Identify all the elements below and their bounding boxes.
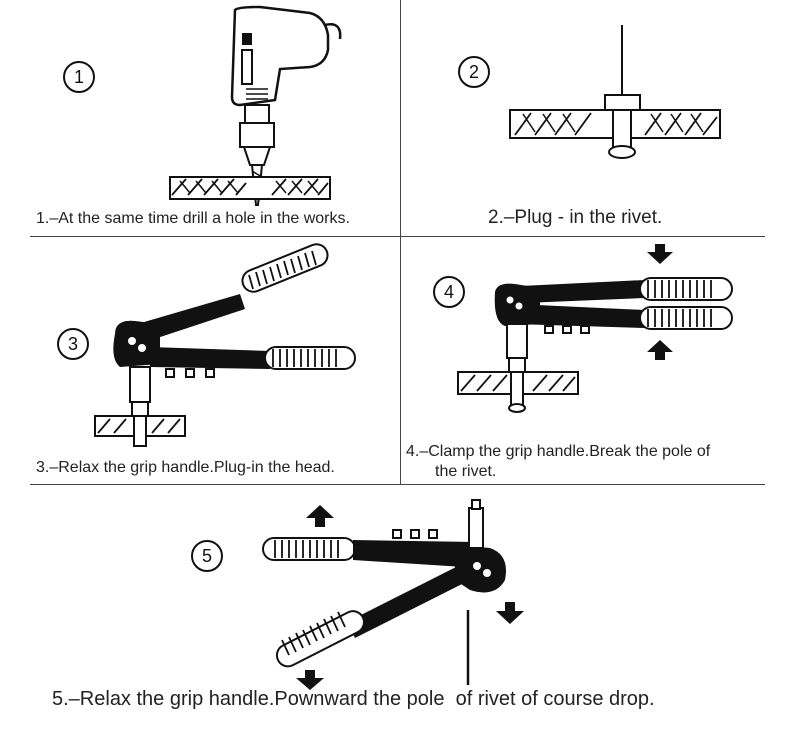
step-2-caption: 2.–Plug - in the rivet. xyxy=(488,207,663,228)
step-1-number-badge: 1 xyxy=(63,61,95,93)
horizontal-divider-2 xyxy=(30,484,765,485)
rivet-gun-release-icon xyxy=(262,499,524,690)
drill-icon xyxy=(169,5,342,206)
step-3-number-badge: 3 xyxy=(57,328,89,360)
step-2-panel: 2 2.–Plug - in the rivet. xyxy=(400,0,800,236)
step-4-panel: 4 4.–Clamp the grip handle.Break the pol… xyxy=(400,237,800,484)
step-5-number-badge: 5 xyxy=(191,540,223,572)
step-5-number: 5 xyxy=(202,546,212,566)
step-4-caption-line1: 4.–Clamp the grip handle.Break the pole … xyxy=(406,443,711,460)
step-2-number: 2 xyxy=(469,62,479,82)
step-4-caption-line2: the rivet. xyxy=(435,463,497,480)
step-3-number: 3 xyxy=(68,334,78,354)
rivet-gun-clamped-icon xyxy=(457,244,733,413)
horizontal-divider-1 xyxy=(30,236,765,237)
vertical-divider-middle xyxy=(400,237,401,485)
step-5-caption: 5.–Relax the grip handle.Pownward the po… xyxy=(52,688,655,710)
vertical-divider-top xyxy=(400,0,401,237)
step-1-caption: 1.–At the same time drill a hole in the … xyxy=(36,210,350,227)
step-5-panel: 5 5.–Relax the grip handle.Pownward the … xyxy=(0,485,800,730)
step-1-panel: 1 1.–At the same time drill a hole in th… xyxy=(0,0,400,236)
step-2-number-badge: 2 xyxy=(458,56,490,88)
rivet-gun-open-icon xyxy=(94,243,356,447)
rivet-plate-icon xyxy=(509,25,721,159)
step-4-number: 4 xyxy=(444,282,454,302)
step-4-number-badge: 4 xyxy=(433,276,465,308)
step-1-number: 1 xyxy=(74,67,84,87)
step-3-panel: 3 3.–Relax the grip handle.Plug-in the h… xyxy=(0,237,400,484)
step-3-caption: 3.–Relax the grip handle.Plug-in the hea… xyxy=(36,459,335,476)
